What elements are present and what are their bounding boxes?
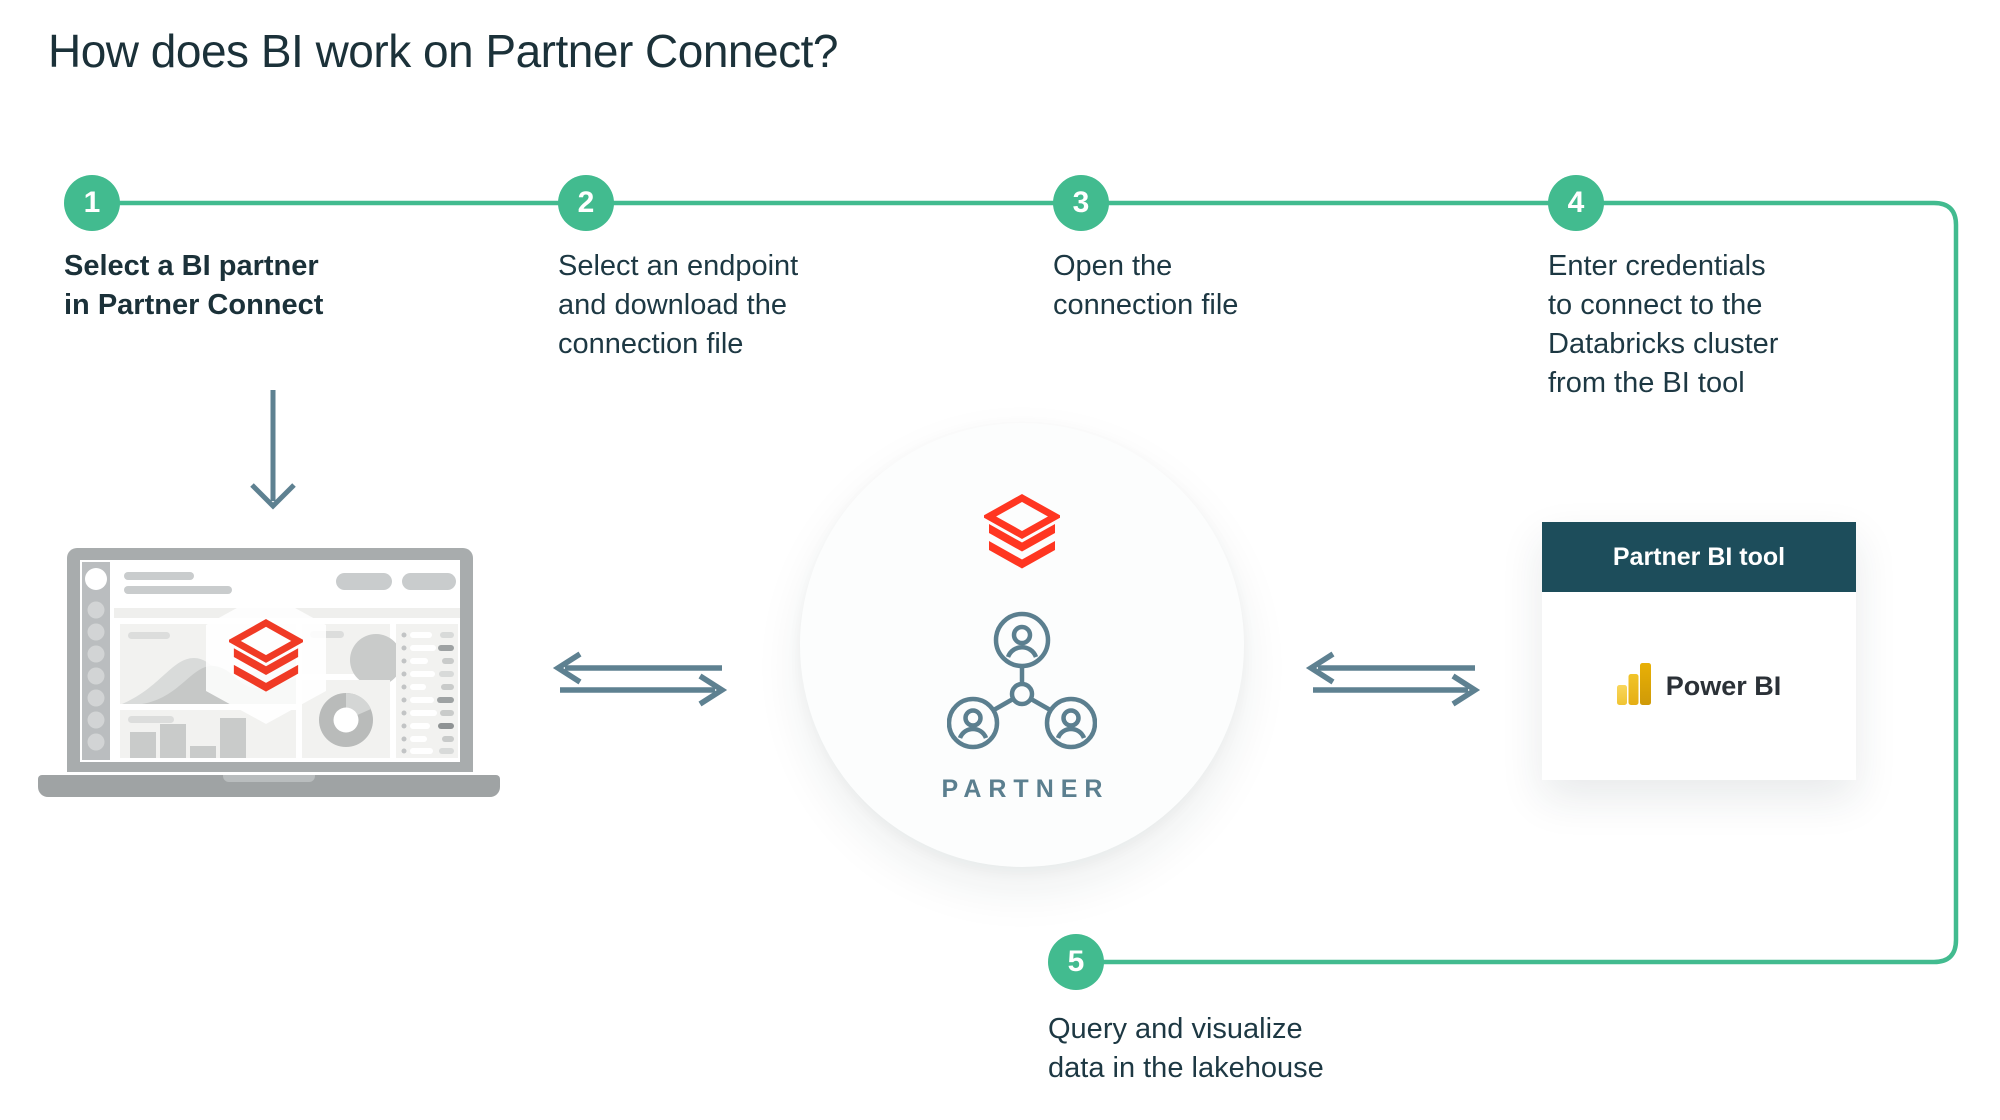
partner-bi-tool-body: Power BI [1542,592,1856,780]
partner-bi-tool-header: Partner BI tool [1542,522,1856,592]
dashboard-topbar [124,572,456,594]
power-bi-label: Power BI [1665,670,1782,701]
step-5: 5 Query and visualize data in the lakeho… [1048,934,1324,1088]
step-3-badge: 3 [1053,175,1109,231]
flow-connector-line [95,200,1959,965]
step-3-number: 3 [1072,186,1090,219]
step-2-number: 2 [577,186,595,219]
step-2-badge: 2 [558,175,614,231]
step-4-badge: 4 [1548,175,1604,231]
step-2-text: Select an endpoint and download the conn… [558,250,799,360]
dashboard-sidebar [82,562,110,760]
partner-bi-tool-card: Partner BI tool [1542,522,1856,780]
partner-hub-label: PARTNER [941,775,1110,803]
step-5-badge: 5 [1048,934,1104,990]
dashboard-list-panel [396,624,458,758]
step-4-text: Enter credentials to connect to the Data… [1548,250,1779,399]
databricks-logo-icon [981,493,1063,580]
step-1-number: 1 [83,186,101,219]
step-1-text: Select a BI partner in Partner Connect [64,250,324,321]
step-5-number: 5 [1067,945,1085,978]
exchange-arrows-right-icon [1305,651,1481,707]
step-4-number: 4 [1567,186,1585,219]
step-3: 3 Open the connection file [1053,175,1238,325]
down-arrow-icon [250,390,296,510]
step-1-badge: 1 [64,175,120,231]
laptop-base-notch [223,775,315,782]
laptop-screen [67,548,473,772]
step-3-text: Open the connection file [1053,250,1239,321]
partner-hub-circle: PARTNER [800,423,1244,867]
exchange-arrows-left-icon [552,651,728,707]
step-2: 2 Select an endpoint and download the co… [558,175,798,364]
step-4: 4 Enter credentials to connect to the Da… [1548,175,1778,403]
laptop-dashboard-illustration [38,545,500,801]
partner-network-icon [946,610,1098,755]
databricks-logo-icon [226,618,306,703]
page-title: How does BI work on Partner Connect? [48,25,838,77]
step-1: 1 Select a BI partner in Partner Connect [64,175,323,325]
step-5-text: Query and visualize data in the lakehous… [1048,1013,1324,1084]
laptop-base [38,775,500,797]
power-bi-icon [1616,662,1651,710]
laptop-screen-content [80,560,460,762]
